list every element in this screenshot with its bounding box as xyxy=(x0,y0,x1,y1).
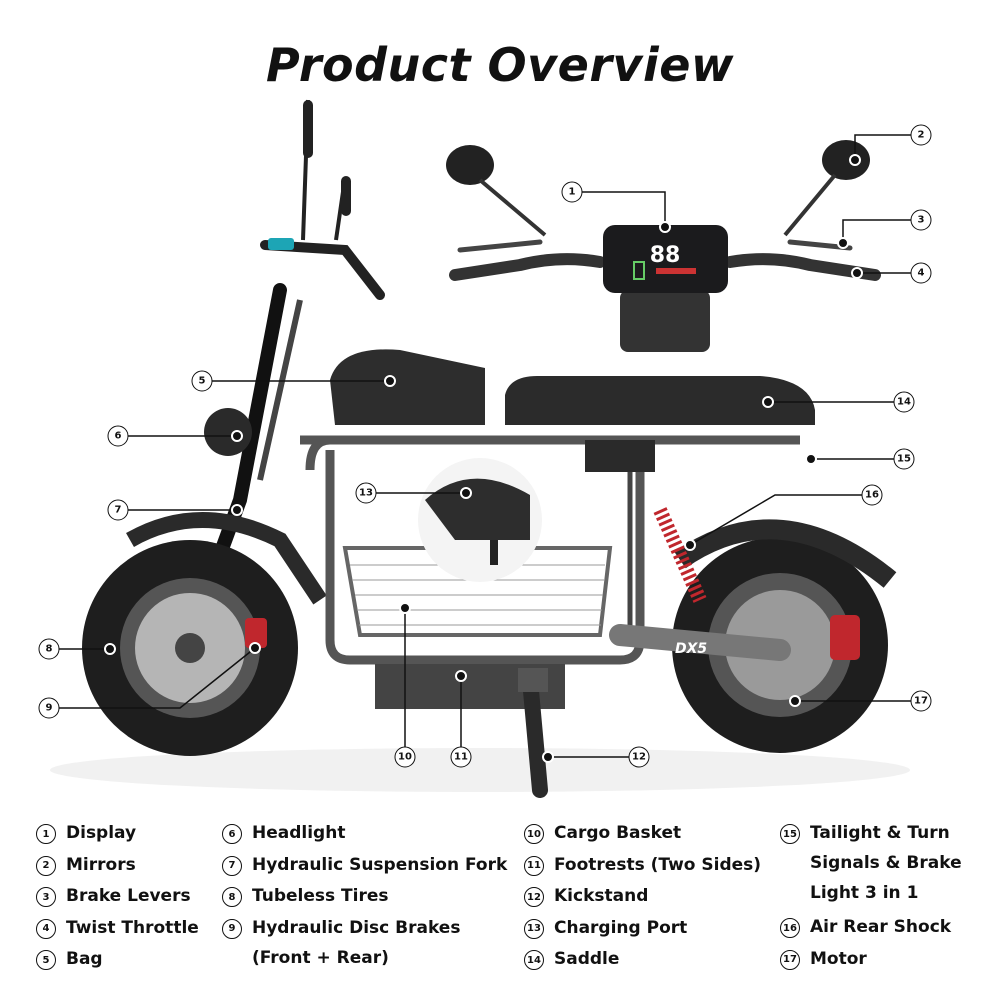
callout-12: 12 xyxy=(628,746,650,768)
legend-number: 6 xyxy=(222,824,242,844)
callout-14: 14 xyxy=(893,391,915,413)
callout-13: 13 xyxy=(355,482,377,504)
legend-item: 12 Kickstand xyxy=(524,885,761,917)
legend-column-1: 1 Display 2 Mirrors 3 Brake Levers 4 Twist T… xyxy=(36,822,199,980)
legend-label: Charging Port xyxy=(554,917,688,938)
bag xyxy=(330,349,485,425)
legend-number: 2 xyxy=(36,855,56,876)
callout-11: 11 xyxy=(450,746,472,768)
legend-label: Tailight & Turn Signals & Brake Light 3 … xyxy=(810,823,962,903)
callout-17: 17 xyxy=(910,690,932,712)
legend-label: Footrests (Two Sides) xyxy=(554,854,762,875)
callout-dots xyxy=(104,154,863,763)
legend-label: Twist Throttle xyxy=(66,917,199,938)
saddle xyxy=(505,375,815,425)
kickstand xyxy=(522,672,548,798)
legend-label: Headlight xyxy=(252,823,346,843)
callout-2: 2 xyxy=(910,124,932,146)
ground-shadow xyxy=(50,748,910,792)
handlebar-inset: 88 xyxy=(446,140,881,352)
left-mirror xyxy=(446,145,494,185)
legend-label: Bag xyxy=(66,949,103,969)
legend-item: 17 Motor xyxy=(780,948,962,980)
legend-label: Saddle xyxy=(554,949,620,969)
legend-number: 9 xyxy=(222,918,242,939)
legend-number: 13 xyxy=(524,918,544,939)
display-readout: 88 xyxy=(650,243,681,268)
legend-label: Kickstand xyxy=(554,886,649,906)
legend-number: 14 xyxy=(524,950,544,970)
legend-label: Cargo Basket xyxy=(554,823,682,843)
callout-3: 3 xyxy=(910,209,932,231)
callout-10: 10 xyxy=(394,746,416,768)
callout-9: 9 xyxy=(38,697,60,719)
right-mirror xyxy=(822,140,870,180)
legend-label: Hydraulic Disc Brakes (Front + Rear) xyxy=(252,917,461,968)
callout-7: 7 xyxy=(107,499,129,521)
legend-number: 17 xyxy=(780,949,800,970)
callout-15: 15 xyxy=(893,448,915,470)
legend-item: 16 Air Rear Shock xyxy=(780,916,962,948)
legend-item: 3 Brake Levers xyxy=(36,885,199,917)
legend-item: 14 Saddle xyxy=(524,948,761,980)
legend-item: 6 Headlight xyxy=(222,822,507,854)
callout-5: 5 xyxy=(191,370,213,392)
legend-number: 3 xyxy=(36,887,56,907)
legend-number: 1 xyxy=(36,824,56,844)
model-badge: DX5 xyxy=(675,641,707,657)
legend-label: Hydraulic Suspension Fork xyxy=(252,854,508,875)
legend-item: 2 Mirrors xyxy=(36,854,199,886)
callout-1: 1 xyxy=(561,181,583,203)
callout-16: 16 xyxy=(861,484,883,506)
legend-item: 11 Footrests (Two Sides) xyxy=(524,854,761,886)
legend-label: Mirrors xyxy=(66,854,136,875)
legend-label: Air Rear Shock xyxy=(810,917,952,937)
legend-number: 11 xyxy=(524,855,544,876)
legend-number: 7 xyxy=(222,855,242,876)
legend-column-3: 10 Cargo Basket 11 Footrests (Two Sides) 1… xyxy=(524,822,761,980)
callout-4: 4 xyxy=(910,262,932,284)
legend-number: 15 xyxy=(780,824,800,844)
legend-number: 10 xyxy=(524,824,544,844)
legend-item: 15 Tailight & Turn Signals & Brake Light … xyxy=(780,822,962,916)
callout-6: 6 xyxy=(107,425,129,447)
callout-8: 8 xyxy=(38,638,60,660)
legend-label: Brake Levers xyxy=(66,886,191,906)
legend-number: 5 xyxy=(36,950,56,970)
legend-item: 7 Hydraulic Suspension Fork xyxy=(222,854,507,886)
legend-label: Display xyxy=(66,823,137,843)
legend-number: 8 xyxy=(222,887,242,907)
legend-number: 12 xyxy=(524,887,544,907)
legend-label: Tubeless Tires xyxy=(252,886,389,906)
legend-column-4: 15 Tailight & Turn Signals & Brake Light … xyxy=(780,822,962,979)
legend-item: 13 Charging Port xyxy=(524,917,761,949)
legend-item: 5 Bag xyxy=(36,948,199,980)
page-title: Product Overview xyxy=(266,38,734,92)
legend-label: Motor xyxy=(810,948,867,969)
scooter-body: DX5 xyxy=(82,99,897,798)
legend-item: 8 Tubeless Tires xyxy=(222,885,507,917)
legend-number: 16 xyxy=(780,918,800,938)
legend-item: 9 Hydraulic Disc Brakes (Front + Rear) xyxy=(222,917,507,968)
callout-leaders xyxy=(59,134,911,758)
legend-item: 4 Twist Throttle xyxy=(36,917,199,949)
legend-number: 4 xyxy=(36,918,56,939)
legend-item: 1 Display xyxy=(36,822,199,854)
legend-item: 10 Cargo Basket xyxy=(524,822,761,854)
